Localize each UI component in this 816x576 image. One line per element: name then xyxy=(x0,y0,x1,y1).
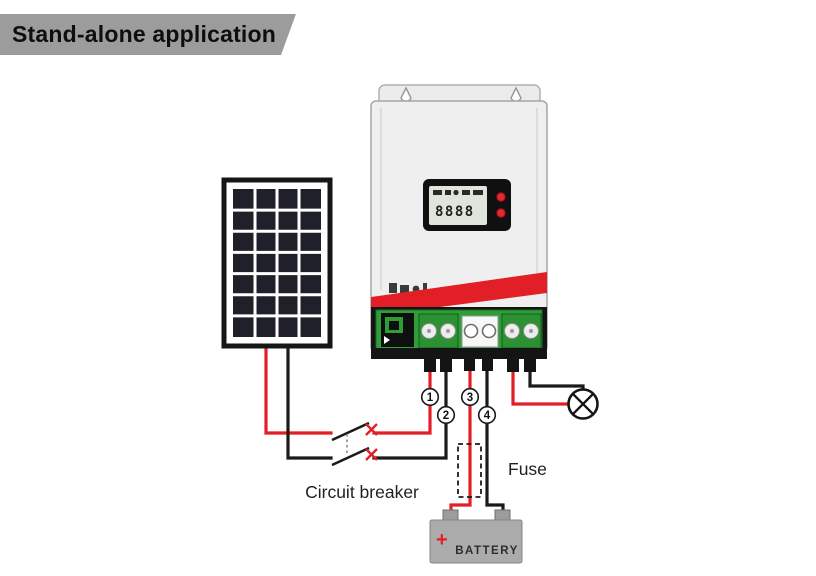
lcd-screen xyxy=(429,186,487,225)
svg-text:3: 3 xyxy=(467,392,473,404)
battery-post-positive xyxy=(442,509,459,522)
fuse-symbol xyxy=(457,443,482,498)
terminal-number-1: 1 xyxy=(420,387,440,407)
svg-text:1: 1 xyxy=(427,392,434,404)
wiring-harness xyxy=(264,344,585,514)
pv-terminal-block xyxy=(418,313,459,349)
breaker-blade-bottom xyxy=(331,446,370,467)
svg-text:4: 4 xyxy=(484,410,491,422)
battery: + BATTERY xyxy=(429,509,523,564)
terminal-number-4: 4 xyxy=(477,405,497,425)
fault-led-icon xyxy=(496,208,506,218)
pv-positive-wire-upper xyxy=(372,369,432,435)
terminal-section xyxy=(371,307,547,372)
pv-negative-wire-upper xyxy=(372,369,448,460)
battery-label: BATTERY xyxy=(455,545,519,557)
battery-negative-wire xyxy=(485,369,505,514)
pv-negative-wire xyxy=(286,344,333,460)
red-stripe xyxy=(371,272,547,316)
battery-terminal-block xyxy=(461,315,499,348)
battery-positive-wire xyxy=(449,369,472,514)
circuit-breaker-label: Circuit breaker xyxy=(305,482,419,502)
solar-panel-grid-lines xyxy=(233,189,321,337)
breaker-blade-top xyxy=(331,421,370,442)
battery-post-negative xyxy=(494,509,511,522)
lcd-status-icons xyxy=(433,189,483,196)
component-block-left xyxy=(381,313,414,347)
load-lamp-icon xyxy=(567,388,599,420)
load-terminal-block xyxy=(501,313,542,349)
page-title: Stand-alone application xyxy=(12,21,277,47)
load-positive-wire xyxy=(511,369,569,406)
lcd-display-panel: 8888 xyxy=(423,179,511,231)
solar-panel xyxy=(221,177,333,349)
fuse-label: Fuse xyxy=(508,459,547,479)
title-banner: Stand-alone application xyxy=(0,14,296,55)
charge-controller: 8888 xyxy=(370,84,548,372)
svg-text:2: 2 xyxy=(443,410,449,422)
circuit-breaker-symbol xyxy=(331,421,378,467)
battery-plus-symbol: + xyxy=(436,529,448,551)
load-negative-wire xyxy=(528,369,585,391)
breaker-x-marks xyxy=(365,423,378,461)
lcd-digits: 8888 xyxy=(435,204,475,220)
wire-lugs xyxy=(424,359,536,372)
indicator-leds xyxy=(496,192,506,218)
terminal-numbers: 1 2 3 4 xyxy=(420,387,497,425)
bottom-rail xyxy=(371,348,547,359)
terminal-number-2: 2 xyxy=(436,405,456,425)
battery-body xyxy=(429,519,523,564)
status-led-icon xyxy=(496,192,506,202)
terminal-number-3: 3 xyxy=(460,387,480,407)
pv-positive-wire xyxy=(264,344,333,435)
